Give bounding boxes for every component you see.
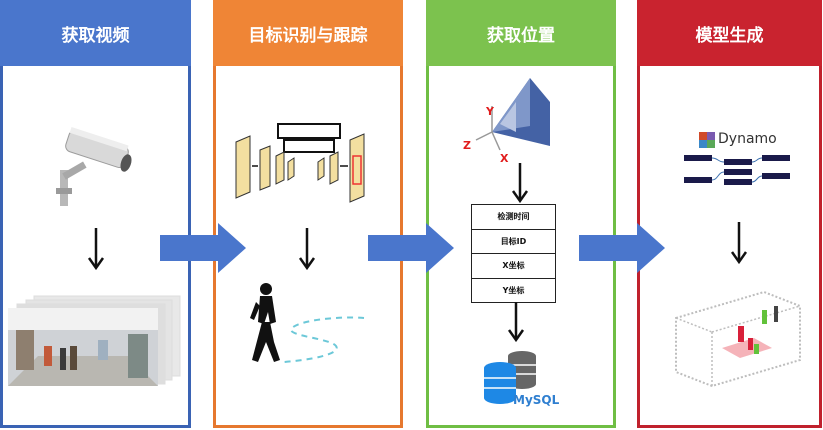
down-arrow-icon [511, 163, 529, 204]
down-arrow-icon [87, 228, 105, 271]
axis-label-z: Z [463, 139, 471, 152]
dynamo-label: Dynamo [718, 131, 777, 147]
3d-model-scene-icon [675, 290, 801, 388]
panel-title-model-generation: 模型生成 [637, 0, 822, 66]
trajectory-path-icon [283, 316, 365, 363]
axis-label-y: Y [486, 105, 494, 118]
walking-person-icon [250, 283, 280, 362]
down-arrow-icon [298, 228, 316, 271]
database-icon [484, 351, 536, 404]
security-camera-icon [56, 127, 132, 206]
video-frames-image [8, 295, 181, 386]
panel-title-get-position: 获取位置 [426, 0, 616, 66]
camera-frustum-icon [475, 78, 550, 151]
flow-arrow-1-icon [160, 223, 246, 273]
panel-model-generation: 模型生成 [637, 0, 822, 428]
axis-label-x: X [500, 152, 509, 165]
table-row: X坐标 [472, 254, 555, 279]
flow-arrow-2-icon [368, 223, 454, 273]
table-row: 检测时间 [472, 205, 555, 230]
dynamo-graph-icon [684, 155, 790, 185]
position-data-table: 检测时间 目标ID X坐标 Y坐标 [471, 204, 556, 303]
neural-network-icon [235, 123, 365, 203]
table-row: Y坐标 [502, 285, 525, 295]
down-arrow-icon [507, 302, 525, 343]
flow-arrow-3-icon [579, 223, 665, 273]
panel-title-detect-track: 目标识别与跟踪 [213, 0, 403, 66]
dynamo-logo-icon [699, 132, 715, 148]
panel-detect-track: 目标识别与跟踪 [213, 0, 403, 428]
table-row: 目标ID [472, 230, 555, 254]
panel-title-get-video: 获取视频 [0, 0, 191, 66]
down-arrow-icon [730, 222, 748, 265]
mysql-label: MySQL [513, 393, 560, 407]
